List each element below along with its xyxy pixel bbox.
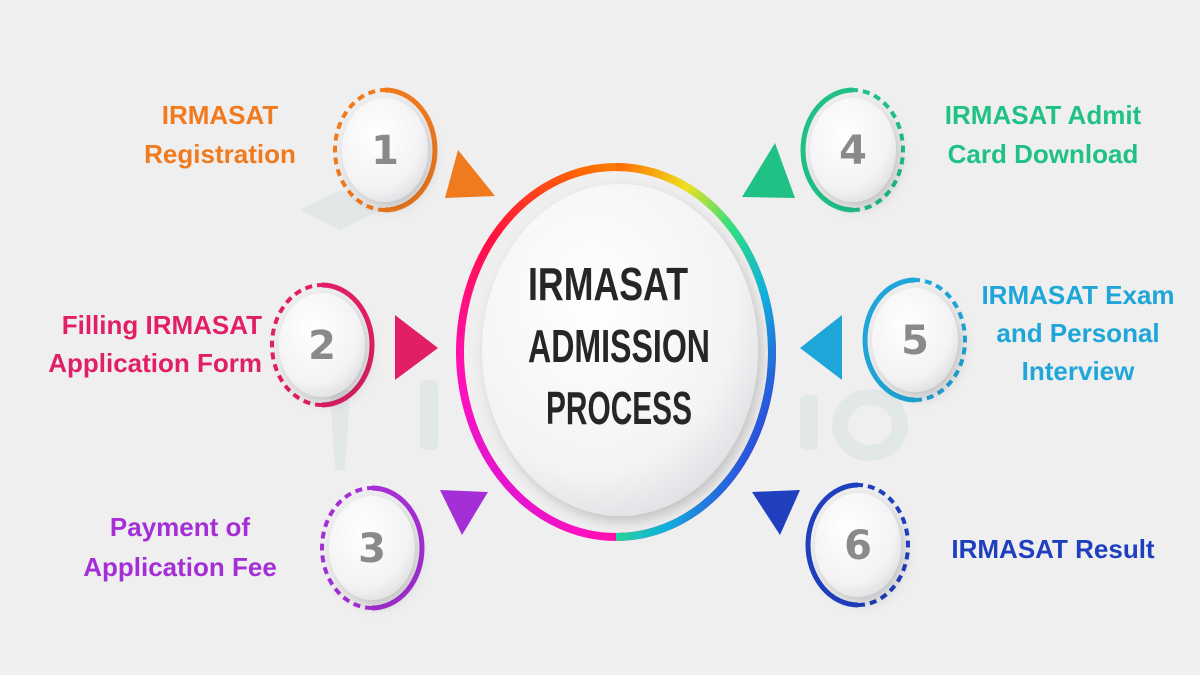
step-ring-dashed [852,88,905,212]
title-line-1: IRMASAT [528,258,688,310]
step-ring-dashed [333,88,386,212]
step-ring-solid [321,282,375,408]
watermark-mark [832,389,908,461]
watermark-mark [800,395,818,450]
step-ring-solid [384,87,438,213]
step-1: 1 IRMASAT Registration [144,87,495,213]
step-label-line: Payment of [110,512,250,542]
step-label-line: IRMASAT [162,100,279,130]
title-line-3: PROCESS [546,382,692,434]
step-number: 6 [844,523,872,569]
step-label-line: IRMASAT Exam [981,280,1174,310]
step-label-line: Application Form [48,348,262,378]
step-disc [279,293,365,397]
arrow-icon [742,143,795,198]
step-ring-solid [862,277,916,403]
step-ring-dashed [320,486,373,610]
step-ring-dashed [270,283,323,407]
step-number: 1 [371,128,399,174]
arrow-icon [395,315,438,380]
step-label-line: Application Fee [83,552,277,582]
step-number: 3 [358,526,386,572]
step-2: 2 Filling IRMASAT Application Form [48,282,438,408]
step-label-line: Registration [144,139,296,169]
watermark-mark [420,380,438,450]
center-ring-right [615,163,776,541]
center-circle: IRMASAT ADMISSION PROCESS [456,163,776,541]
step-number: 5 [901,318,929,364]
title-line-2: ADMISSION [528,320,710,372]
center-disc [482,184,758,516]
step-label-line: Filling IRMASAT [62,310,262,340]
step-6: 6 IRMASAT Result [752,482,1155,608]
arrow-icon [440,490,488,535]
step-ring-solid [805,482,859,608]
arrow-icon [752,490,800,535]
step-label-line: Interview [1022,356,1135,386]
step-number: 4 [839,128,867,174]
step-ring-solid [371,485,425,611]
step-ring-solid [800,87,854,213]
step-disc [329,496,415,600]
step-label-line: IRMASAT Result [951,534,1155,564]
step-label-line: IRMASAT Admit [945,100,1142,130]
arrow-icon [800,315,842,380]
step-disc [815,493,901,597]
step-disc [872,288,958,392]
step-ring-dashed [857,483,910,607]
watermark-figure-icon [330,390,350,470]
arrow-icon [445,150,495,198]
step-label-line: Card Download [948,139,1139,169]
step-number: 2 [308,323,336,369]
step-3: 3 Payment of Application Fee [83,485,488,611]
step-label-line: and Personal [996,318,1159,348]
step-ring-dashed [914,278,967,402]
step-disc [810,98,896,202]
step-disc [342,98,428,202]
